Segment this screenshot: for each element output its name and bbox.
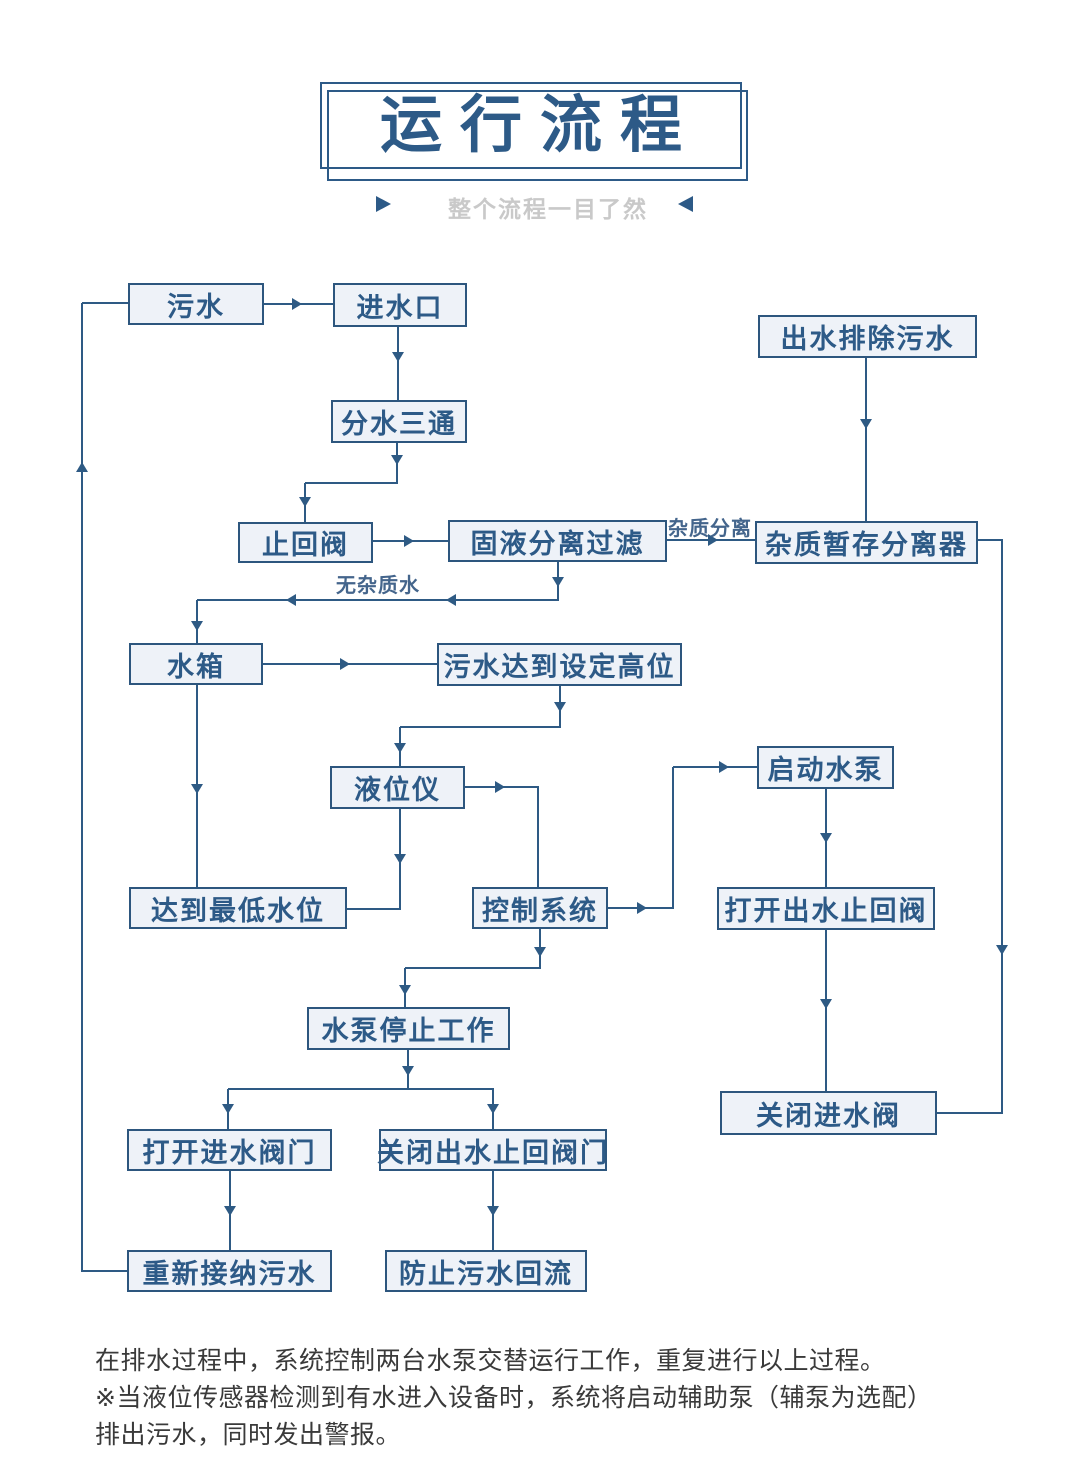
footer-line-3: 排出污水，同时发出警报。 xyxy=(95,1421,402,1449)
node-kong-zhi-xi-tong: 控制系统 xyxy=(472,887,608,929)
connector-line xyxy=(537,787,539,887)
node-wu-shui: 污水 xyxy=(128,283,264,325)
arrowhead-down-icon xyxy=(392,352,404,362)
arrowhead-right-icon xyxy=(404,535,414,547)
arrowhead-down-icon xyxy=(191,621,203,631)
arrowhead-right-icon xyxy=(708,534,718,546)
edge-label-za-zhi-fen-li: 杂质分离 xyxy=(668,518,752,540)
arrowhead-right-icon xyxy=(292,298,302,310)
arrowhead-right-icon xyxy=(719,761,729,773)
connector-line xyxy=(347,908,401,910)
arrowhead-down-icon xyxy=(394,854,406,864)
arrowhead-right-icon xyxy=(495,781,505,793)
arrowhead-down-icon xyxy=(996,945,1008,955)
footer-line-2: ※当液位传感器检测到有水进入设备时，系统将启动辅助泵（辅泵为选配） xyxy=(95,1384,933,1412)
connector-line xyxy=(305,482,398,484)
arrowhead-down-icon xyxy=(222,1104,234,1114)
connector-line xyxy=(672,767,674,908)
node-za-zhi-zan-cun-fen-li-qi: 杂质暂存分离器 xyxy=(755,521,978,564)
node-zhi-hui-fa: 止回阀 xyxy=(238,522,373,563)
connector-line xyxy=(865,358,867,521)
connector-line xyxy=(82,302,128,304)
connector-line xyxy=(937,1112,1003,1114)
node-chu-shui-pai-chu-wu-shui: 出水排除污水 xyxy=(758,315,977,358)
arrowhead-down-icon xyxy=(402,1066,414,1076)
node-fang-zhi-wu-shui-hui-liu: 防止污水回流 xyxy=(385,1250,587,1292)
arrowhead-down-icon xyxy=(391,455,403,465)
arrowhead-down-icon xyxy=(394,743,406,753)
node-guan-bi-jin-shui-fa: 关闭进水阀 xyxy=(720,1091,937,1135)
arrowhead-down-icon xyxy=(299,497,311,507)
arrowhead-down-icon xyxy=(820,999,832,1009)
arrowhead-down-icon xyxy=(860,419,872,429)
connector-line xyxy=(400,726,561,728)
arrowhead-right-icon xyxy=(637,902,647,914)
node-da-kai-jin-shui-fa-men: 打开进水阀门 xyxy=(127,1129,332,1171)
footer-line-1: 在排水过程中，系统控制两台水泵交替运行工作，重复进行以上过程。 xyxy=(95,1347,886,1375)
arrowhead-down-icon xyxy=(552,577,564,587)
node-fen-shui-san-tong: 分水三通 xyxy=(331,400,467,443)
subtitle-right-triangle-icon xyxy=(376,196,391,212)
arrowhead-right-icon xyxy=(340,658,350,670)
arrowhead-down-icon xyxy=(191,784,203,794)
connector-line xyxy=(825,930,827,1091)
arrowhead-down-icon xyxy=(399,985,411,995)
connector-line xyxy=(978,539,1003,541)
title-frame-outer xyxy=(320,82,742,169)
node-da-kai-chu-shui-zhi-hui-fa: 打开出水止回阀 xyxy=(717,887,935,930)
arrowhead-left-icon xyxy=(446,594,456,606)
arrowhead-up-icon xyxy=(76,462,88,472)
node-qi-dong-shui-beng: 启动水泵 xyxy=(757,746,894,789)
arrowhead-down-icon xyxy=(487,1104,499,1114)
arrowhead-down-icon xyxy=(224,1206,236,1216)
edge-label-wu-za-zhi-shui: 无杂质水 xyxy=(336,575,420,597)
node-ye-wei-yi: 液位仪 xyxy=(330,766,465,809)
connector-line xyxy=(1001,540,1003,1114)
connector-line xyxy=(81,303,83,1272)
connector-line xyxy=(397,326,399,400)
page-subtitle: 整个流程一目了然 xyxy=(448,196,648,222)
node-jin-shui-kou: 进水口 xyxy=(333,283,467,327)
subtitle-left-triangle-icon xyxy=(678,196,693,212)
connector-line xyxy=(673,766,757,768)
connector-line xyxy=(197,599,559,601)
connector-line xyxy=(82,1270,127,1272)
arrowhead-down-icon xyxy=(820,833,832,843)
page-title: 运行流程 xyxy=(379,91,700,160)
connector-line xyxy=(228,1088,494,1090)
node-gu-ye-fen-li-guo-lv: 固液分离过滤 xyxy=(448,520,667,562)
arrowhead-down-icon xyxy=(554,702,566,712)
connector-line xyxy=(263,663,437,665)
connector-line xyxy=(405,967,541,969)
node-shui-xiang: 水箱 xyxy=(129,643,263,685)
title-frame-inner xyxy=(327,90,748,181)
node-da-dao-zui-di-shui-wei: 达到最低水位 xyxy=(129,887,347,929)
node-chong-xin-jie-na-wu-shui: 重新接纳污水 xyxy=(127,1250,332,1292)
arrowhead-left-icon xyxy=(286,594,296,606)
arrowhead-down-icon xyxy=(534,947,546,957)
arrowhead-down-icon xyxy=(487,1206,499,1216)
node-shui-beng-ting-zhi-gong-zuo: 水泵停止工作 xyxy=(307,1007,510,1050)
node-guan-bi-chu-shui-zhi-hui-fa-men: 关闭出水止回阀门 xyxy=(377,1129,607,1171)
node-wu-shui-da-dao-she-ding-gao-wei: 污水达到设定高位 xyxy=(437,643,682,686)
